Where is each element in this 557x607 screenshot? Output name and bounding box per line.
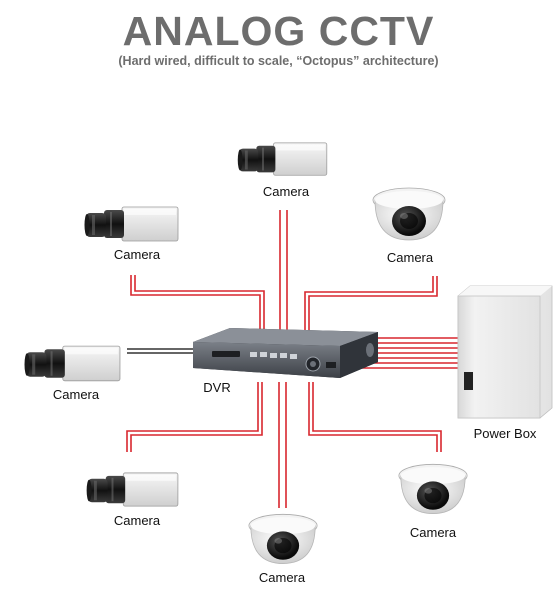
dome-camera-icon [398,463,468,515]
wire-upper-left-camera [130,275,265,332]
box-camera-icon [237,142,328,176]
power-box-label: Power Box [473,426,537,441]
camera-top-label: Camera [262,184,310,199]
box-camera-icon [24,345,121,382]
diagram-title: ANALOG CCTV [122,8,435,54]
wire-lower-left-camera [126,382,263,452]
camera-dome-bottom-label: Camera [258,570,306,585]
camera-lower-left-label: Camera [113,513,161,528]
dome-camera-icon [248,513,318,565]
wire-lower-right-camera [308,382,442,452]
wire-power-box [362,337,458,369]
camera-dome-upper-right-label: Camera [386,250,434,265]
wire-top-camera [279,210,288,332]
dome-camera-icon [372,187,446,241]
dvr-icon [193,328,378,378]
camera-dome-lower-right-label: Camera [409,525,457,540]
wires [126,210,458,508]
box-camera-icon [86,472,179,507]
wire-upper-right-camera [304,276,438,332]
power-box-icon [457,285,553,419]
camera-mid-left-label: Camera [52,387,100,402]
diagram-subtitle: (Hard wired, difficult to scale, “Octopu… [118,54,439,68]
box-camera-icon [84,206,179,242]
wire-mid-left-camera [127,348,196,354]
dvr-label: DVR [203,380,231,395]
wire-bottom-camera [278,382,287,508]
camera-upper-left-label: Camera [113,247,161,262]
